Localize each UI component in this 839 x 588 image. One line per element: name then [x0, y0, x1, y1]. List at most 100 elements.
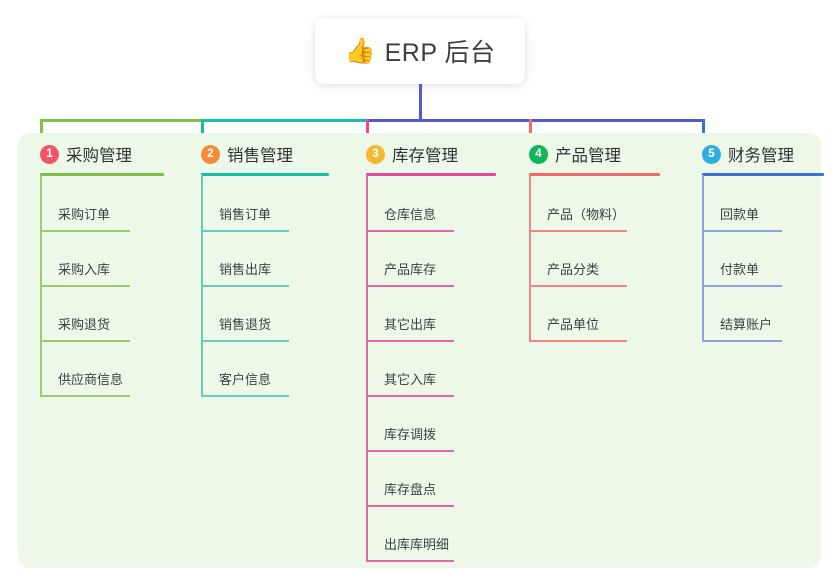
connector-bus-segment-1	[40, 119, 201, 122]
leaf-item[interactable]: 付款单	[702, 232, 782, 287]
connector-bus-segment-3	[366, 119, 704, 122]
leaf-item-underline	[366, 505, 454, 507]
leaf-item-label: 产品库存	[384, 262, 437, 277]
leaf-item-label: 仓库信息	[384, 207, 437, 222]
branch-spine-3	[366, 175, 368, 560]
leaf-item-underline	[702, 285, 782, 287]
root-node-label: ERP 后台	[384, 39, 496, 67]
leaf-item[interactable]: 销售退货	[201, 287, 289, 342]
branch-underline-1	[40, 173, 164, 176]
branch-header-1[interactable]: 1 采购管理	[40, 133, 190, 175]
thumbs-up-icon: 👍	[344, 36, 376, 65]
leaf-item-underline	[40, 285, 130, 287]
branch-header-5[interactable]: 5 财务管理	[702, 133, 837, 175]
leaf-item-underline	[40, 395, 130, 397]
leaf-item-label: 结算账户	[720, 317, 773, 332]
branch-header-3[interactable]: 3 库存管理	[366, 133, 516, 175]
leaf-item-underline	[366, 230, 454, 232]
leaf-item[interactable]: 销售出库	[201, 232, 289, 287]
branches-panel: 1 采购管理采购订单采购入库采购退货供应商信息 2 销售管理销售订单销售出库销售退货客…	[18, 133, 824, 568]
branch-title-1: 采购管理	[66, 147, 132, 165]
branch-badge-4: 4	[529, 144, 548, 164]
leaf-item[interactable]: 产品（物料）	[529, 177, 627, 232]
branch-spine-1	[40, 175, 42, 395]
leaf-item-label: 其它出库	[384, 317, 437, 332]
leaf-item-underline	[702, 230, 782, 232]
leaf-item-label: 客户信息	[219, 372, 272, 387]
branch-badge-1: 1	[40, 144, 59, 164]
leaf-item-label: 销售订单	[219, 207, 272, 222]
leaf-item-underline	[201, 340, 289, 342]
branch-column-3: 3 库存管理仓库信息产品库存其它出库其它入库库存调拨库存盘点出库库明细	[366, 133, 516, 562]
leaf-item[interactable]: 出库库明细	[366, 507, 454, 562]
branch-title-2: 销售管理	[227, 147, 293, 165]
branch-spine-5	[702, 175, 704, 340]
leaf-item-underline	[366, 395, 454, 397]
leaf-item[interactable]: 库存调拨	[366, 397, 454, 452]
root-node-erp-backend[interactable]: 👍 ERP 后台	[315, 18, 525, 84]
leaf-item-label: 销售退货	[219, 317, 272, 332]
leaf-item[interactable]: 客户信息	[201, 342, 289, 397]
branch-column-4: 4 产品管理产品（物料） 产品分类产品单位	[529, 133, 679, 342]
leaf-item-label: 其它入库	[384, 372, 437, 387]
leaf-item-label: 库存盘点	[384, 482, 437, 497]
leaf-item-underline	[702, 340, 782, 342]
leaf-item-underline	[40, 340, 130, 342]
branch-column-1: 1 采购管理采购订单采购入库采购退货供应商信息	[40, 133, 190, 397]
leaf-item[interactable]: 销售订单	[201, 177, 289, 232]
branch-header-4[interactable]: 4 产品管理	[529, 133, 679, 175]
leaf-item[interactable]: 产品分类	[529, 232, 627, 287]
leaf-item[interactable]: 其它出库	[366, 287, 454, 342]
leaf-item[interactable]: 产品单位	[529, 287, 627, 342]
branch-spine-2	[201, 175, 203, 395]
leaf-item-underline	[529, 285, 627, 287]
branch-underline-3	[366, 173, 496, 176]
branch-column-5: 5 财务管理回款单付款单结算账户	[702, 133, 837, 342]
leaf-item-underline	[366, 560, 454, 562]
branch-column-2: 2 销售管理销售订单销售出库销售退货客户信息	[201, 133, 351, 397]
branch-badge-5: 5	[702, 144, 721, 164]
leaf-item-label: 回款单	[720, 207, 760, 222]
leaf-item[interactable]: 其它入库	[366, 342, 454, 397]
leaf-item-underline	[366, 340, 454, 342]
leaf-item-underline	[529, 230, 627, 232]
branch-title-5: 财务管理	[728, 147, 794, 165]
connector-root-stem	[419, 84, 422, 122]
leaf-item-label: 产品（物料）	[547, 207, 626, 222]
branch-underline-4	[529, 173, 660, 176]
leaf-item-underline	[201, 395, 289, 397]
leaf-item-underline	[529, 340, 627, 342]
leaf-item[interactable]: 采购入库	[40, 232, 130, 287]
leaf-item-label: 库存调拨	[384, 427, 437, 442]
leaf-item[interactable]: 结算账户	[702, 287, 782, 342]
leaf-item[interactable]: 产品库存	[366, 232, 454, 287]
leaf-item-label: 产品分类	[547, 262, 600, 277]
leaf-item-label: 产品单位	[547, 317, 600, 332]
branch-underline-5	[702, 173, 824, 176]
connector-bus-segment-2	[201, 119, 366, 122]
branch-header-2[interactable]: 2 销售管理	[201, 133, 351, 175]
leaf-item[interactable]: 采购订单	[40, 177, 130, 232]
leaf-item[interactable]: 库存盘点	[366, 452, 454, 507]
leaf-item-label: 供应商信息	[58, 372, 124, 387]
branch-underline-2	[201, 173, 329, 176]
leaf-item-underline	[40, 230, 130, 232]
leaf-item-underline	[201, 285, 289, 287]
leaf-item-label: 采购入库	[58, 262, 111, 277]
branch-spine-4	[529, 175, 531, 340]
leaf-item[interactable]: 回款单	[702, 177, 782, 232]
branch-badge-2: 2	[201, 144, 220, 164]
leaf-item[interactable]: 供应商信息	[40, 342, 130, 397]
leaf-item-label: 付款单	[720, 262, 760, 277]
branch-title-4: 产品管理	[555, 147, 621, 165]
leaf-item[interactable]: 仓库信息	[366, 177, 454, 232]
leaf-item-label: 采购退货	[58, 317, 111, 332]
branch-title-3: 库存管理	[392, 147, 458, 165]
leaf-item-underline	[201, 230, 289, 232]
leaf-item[interactable]: 采购退货	[40, 287, 130, 342]
leaf-item-label: 销售出库	[219, 262, 272, 277]
leaf-item-underline	[366, 285, 454, 287]
leaf-item-underline	[366, 450, 454, 452]
branch-badge-3: 3	[366, 144, 385, 164]
